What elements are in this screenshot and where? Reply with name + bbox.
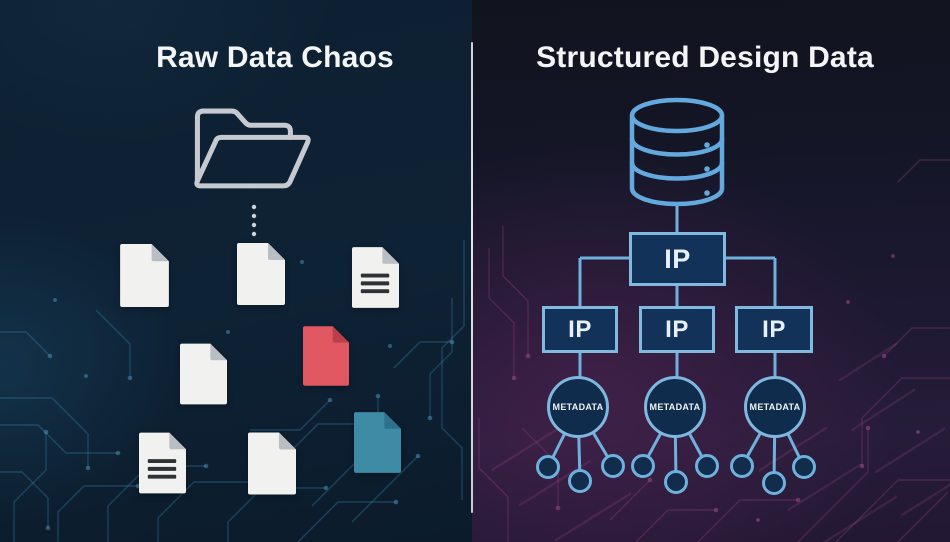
ip-root-label: IP [664, 243, 691, 274]
ip-child-2-label: IP [665, 315, 689, 343]
document-icon-blank-3 [180, 343, 227, 405]
document-icon-teal [354, 412, 401, 473]
tree-node-ip-child-2: IP [639, 306, 715, 353]
metadata-1-label: METADATA [552, 402, 604, 412]
left-panel-title: Raw Data Chaos [156, 41, 394, 74]
tree-node-ip-child-1: IP [542, 306, 618, 353]
document-icon-blank-4 [248, 432, 296, 495]
document-icon-red [303, 326, 349, 386]
document-icon-lined-1 [352, 247, 399, 308]
open-folder-icon [194, 108, 311, 189]
right-panel-background [472, 0, 950, 542]
panel-divider [471, 42, 473, 513]
metadata-3-label: METADATA [749, 402, 801, 412]
tree-node-metadata-1: METADATA [547, 376, 609, 438]
leaf-circles [536, 454, 816, 495]
document-icon-blank-1 [120, 244, 169, 307]
right-panel-title: Structured Design Data [536, 41, 874, 74]
metadata-2-label: METADATA [649, 402, 701, 412]
tree-node-ip-child-3: IP [735, 306, 813, 353]
circuit-traces-right [478, 159, 950, 542]
ip-child-3-label: IP [762, 315, 786, 343]
tree-node-metadata-2: METADATA [644, 376, 706, 438]
ellipsis-dots-icon [251, 204, 257, 237]
ip-child-1-label: IP [568, 315, 592, 343]
document-icon-blank-2 [237, 243, 285, 305]
database-icon [629, 97, 725, 207]
circuit-traces-left [0, 240, 465, 542]
tree-node-metadata-3: METADATA [744, 376, 806, 438]
tree-node-ip-root: IP [629, 232, 726, 286]
document-icon-lined-2 [139, 432, 186, 494]
